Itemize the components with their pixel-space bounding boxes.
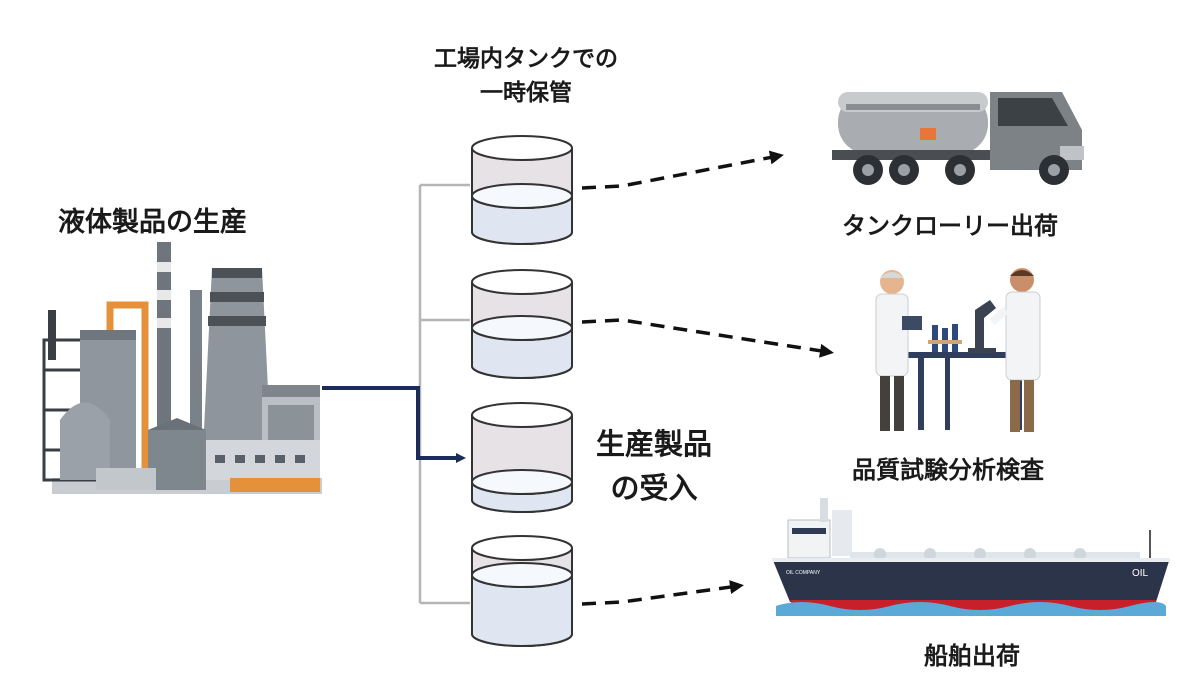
receive-label: 生産製品 の受入 — [588, 422, 720, 510]
production-label: 液体製品の生産 — [58, 207, 247, 238]
chimney-big — [202, 268, 272, 470]
dashed-arrow-truck — [581, 150, 784, 190]
storage-tank-1 — [471, 135, 573, 245]
receive-label-line2: の受入 — [610, 471, 698, 505]
lab-inspection-label: 品質試験分析検査 — [852, 456, 1044, 484]
chimney-thin — [157, 242, 171, 442]
ship-company-text: OIL COMPANY — [786, 570, 821, 576]
ship-oil-text: OIL — [1132, 568, 1149, 579]
dashed-arrow-ship — [581, 580, 744, 606]
storage-label: 工場内タンクでの 一時保管 — [412, 42, 640, 110]
truck-shipment-label: タンクローリー出荷 — [842, 212, 1058, 240]
production-flow-arrow — [322, 386, 466, 463]
storage-tank-4 — [471, 535, 573, 647]
ship-shipment-label: 船舶出荷 — [924, 642, 1020, 670]
storage-tank-3 — [471, 402, 573, 513]
storage-label-line2: 一時保管 — [480, 80, 572, 106]
lab-scientists-illustration — [875, 268, 1041, 432]
tanker-truck-illustration — [832, 92, 1084, 185]
storage-tank-2 — [471, 269, 573, 379]
storage-label-line1: 工場内タンクでの — [434, 46, 618, 72]
dashed-arrow-lab — [581, 318, 834, 358]
factory-illustration — [42, 242, 322, 494]
receive-label-line1: 生産製品 — [595, 427, 712, 461]
tank-connector — [418, 183, 470, 605]
oil-tanker-ship-illustration: OIL OIL COMPANY — [772, 498, 1170, 616]
